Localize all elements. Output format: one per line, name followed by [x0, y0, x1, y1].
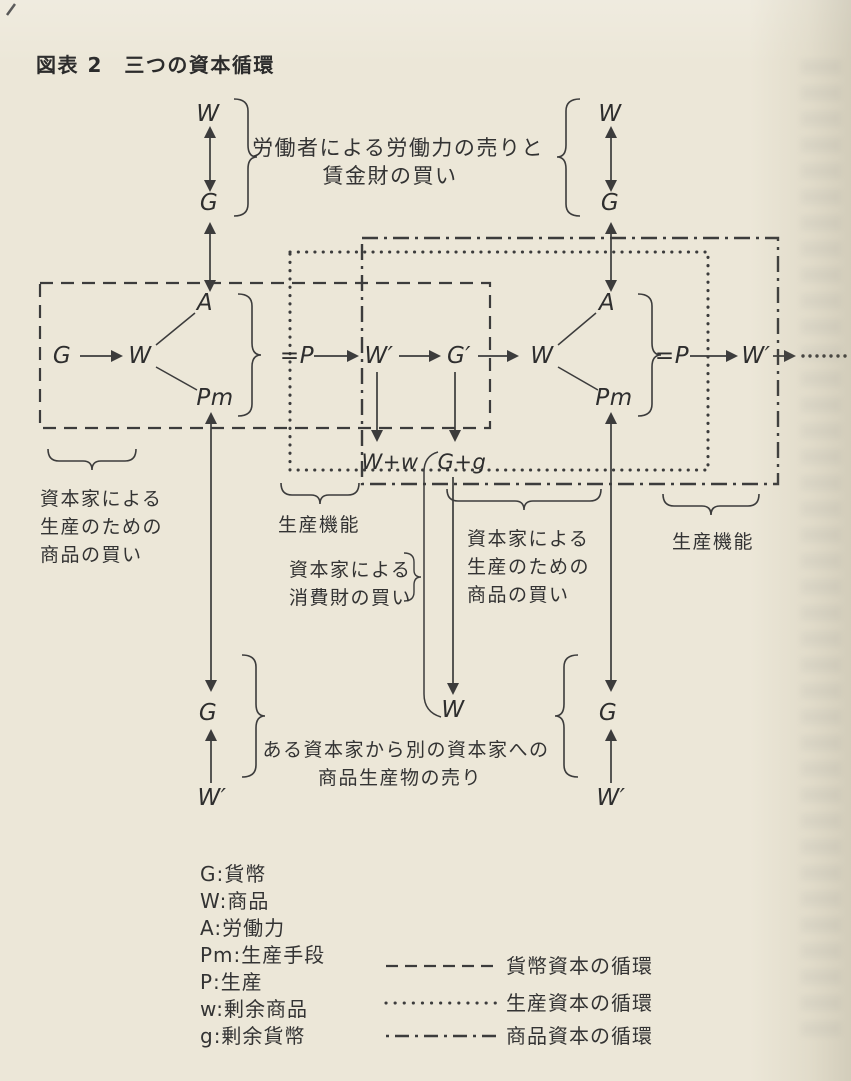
continuation-dots	[801, 354, 847, 358]
legend-item-g: G:貨幣	[200, 862, 267, 886]
brace-consumption-pointer	[403, 552, 422, 602]
brace-top-left	[233, 98, 258, 217]
node-g-bottom-left: G	[198, 700, 218, 726]
label-buy-left-line2: 生産のための	[40, 516, 164, 538]
underbrace-production-right	[662, 493, 760, 516]
underbrace-buy-center	[446, 488, 602, 511]
label-buy-left-line3: 商品の買い	[40, 544, 143, 566]
brace-mid-left	[237, 293, 262, 417]
label-buy-center-line2: 生産のための	[467, 556, 591, 578]
figure-title: 図表 2 三つの資本循環	[36, 53, 275, 78]
node-w-plus-w: W+w	[361, 450, 419, 474]
node-p-left: =P	[279, 343, 315, 369]
legend-item-small-g: g:剰余貨幣	[200, 1024, 306, 1048]
legend-item-pm: Pm:生産手段	[200, 943, 326, 967]
underbrace-production-left	[280, 482, 360, 505]
label-commodity-sale-line1: ある資本家から別の資本家への	[262, 739, 550, 761]
consumption-flow-curve	[423, 451, 442, 718]
label-consumption-line1: 資本家による	[289, 559, 412, 581]
brace-top-right	[556, 98, 581, 217]
legend-label-money-circuit: 貨幣資本の循環	[506, 954, 653, 979]
label-buy-left-line1: 資本家による	[40, 488, 163, 510]
underbrace-buy-left	[47, 448, 137, 471]
legend-label-productive-circuit: 生産資本の循環	[506, 991, 653, 1016]
node-w-prime-mid: W′	[364, 343, 394, 369]
label-labor-market-line1: 労働者による労働力の売りと	[252, 136, 544, 160]
legend-item-a: A:労働力	[200, 916, 286, 940]
link-w-to-pm-right	[557, 366, 599, 391]
commodity-capital-circuit-box	[360, 236, 780, 486]
legend-item-p: P:生産	[200, 970, 263, 994]
brace-bottom-right	[554, 654, 579, 778]
node-g-prime: G′	[446, 343, 472, 369]
scan-corner-mark	[5, 3, 17, 16]
node-a-left: A	[196, 290, 214, 316]
label-buy-center-line3: 商品の買い	[467, 584, 570, 606]
node-g-top-left: G	[199, 190, 219, 216]
node-w-prime-right: W′	[741, 343, 771, 369]
node-g-bottom-right: G	[598, 700, 618, 726]
link-w-to-pm-left	[155, 366, 198, 391]
label-production-function-right: 生産機能	[672, 531, 755, 553]
node-a-right: A	[598, 290, 616, 316]
node-w-mid-left: W	[128, 343, 152, 369]
node-g-top-right: G	[600, 190, 620, 216]
node-w-top-left: W	[196, 101, 220, 127]
node-w-bottom: W	[441, 697, 465, 723]
label-consumption-line2: 消費財の買い	[289, 587, 413, 609]
label-buy-center-line1: 資本家による	[467, 528, 590, 550]
link-w-to-a-right	[557, 312, 597, 346]
link-w-to-a-left	[155, 312, 196, 346]
node-w-mid-right: W	[530, 343, 554, 369]
node-g-start: G	[52, 343, 72, 369]
node-pm-right: Pm	[595, 385, 633, 411]
node-p-right: =P	[654, 343, 690, 369]
money-capital-circuit-box	[38, 281, 492, 430]
node-pm-left: Pm	[196, 385, 234, 411]
node-w-prime-bottom-right: W′	[596, 785, 626, 811]
legend-item-small-w: w:剰余商品	[200, 997, 309, 1021]
brace-mid-right	[637, 293, 662, 417]
label-labor-market-line2: 賃金財の買い	[322, 164, 458, 188]
node-w-top-right: W	[598, 101, 622, 127]
node-g-plus-g: G+g	[437, 450, 487, 474]
label-production-function-left: 生産機能	[278, 514, 361, 536]
legend-item-w: W:商品	[200, 889, 270, 913]
legend-label-commodity-circuit: 商品資本の循環	[506, 1024, 653, 1049]
productive-capital-circuit-box	[288, 250, 710, 472]
label-commodity-sale-line2: 商品生産物の売り	[317, 767, 483, 789]
brace-bottom-left	[241, 654, 266, 778]
node-w-prime-bottom-left: W′	[197, 785, 227, 811]
